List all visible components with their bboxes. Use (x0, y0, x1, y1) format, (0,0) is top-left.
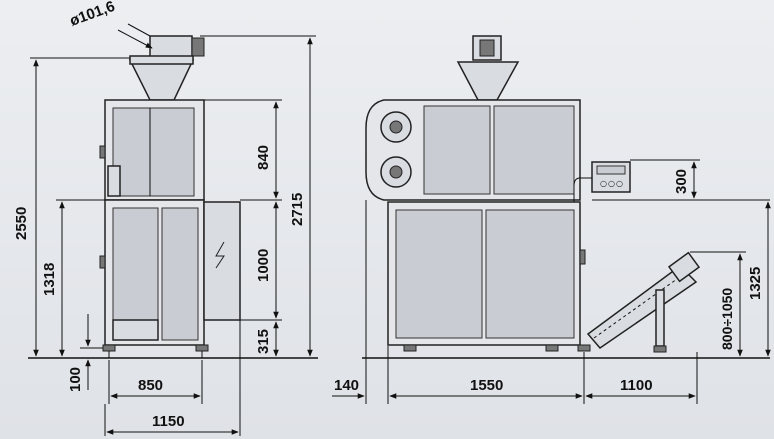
dim-300: 300 (673, 169, 690, 194)
dim-1325: 1325 (747, 267, 764, 300)
dim-1000: 1000 (255, 249, 272, 282)
dim-850: 850 (138, 377, 163, 394)
dim-100: 100 (67, 367, 84, 392)
lightning-icon (215, 241, 225, 269)
control-button-1: ○ (600, 179, 607, 188)
control-button-2: ○ (608, 179, 615, 188)
dim-2550: 2550 (13, 207, 30, 240)
dim-diameter: ø101,6 (68, 0, 118, 30)
dim-1318: 1318 (41, 263, 58, 296)
control-button-3: ○ (616, 179, 623, 188)
dim-315: 315 (255, 329, 272, 354)
right-dimensions (332, 159, 771, 404)
dim-2715: 2715 (289, 193, 306, 226)
dim-840: 840 (255, 145, 272, 170)
dim-1150: 1150 (152, 413, 185, 430)
right-machine: ○ ○ ○ (365, 35, 701, 353)
left-dimensions (30, 23, 316, 436)
dim-140: 140 (334, 377, 359, 394)
left-machine (99, 35, 241, 358)
dim-1100: 1100 (620, 377, 653, 394)
dim-1550: 1550 (470, 377, 503, 394)
dim-800-1050: 800÷1050 (719, 288, 735, 350)
